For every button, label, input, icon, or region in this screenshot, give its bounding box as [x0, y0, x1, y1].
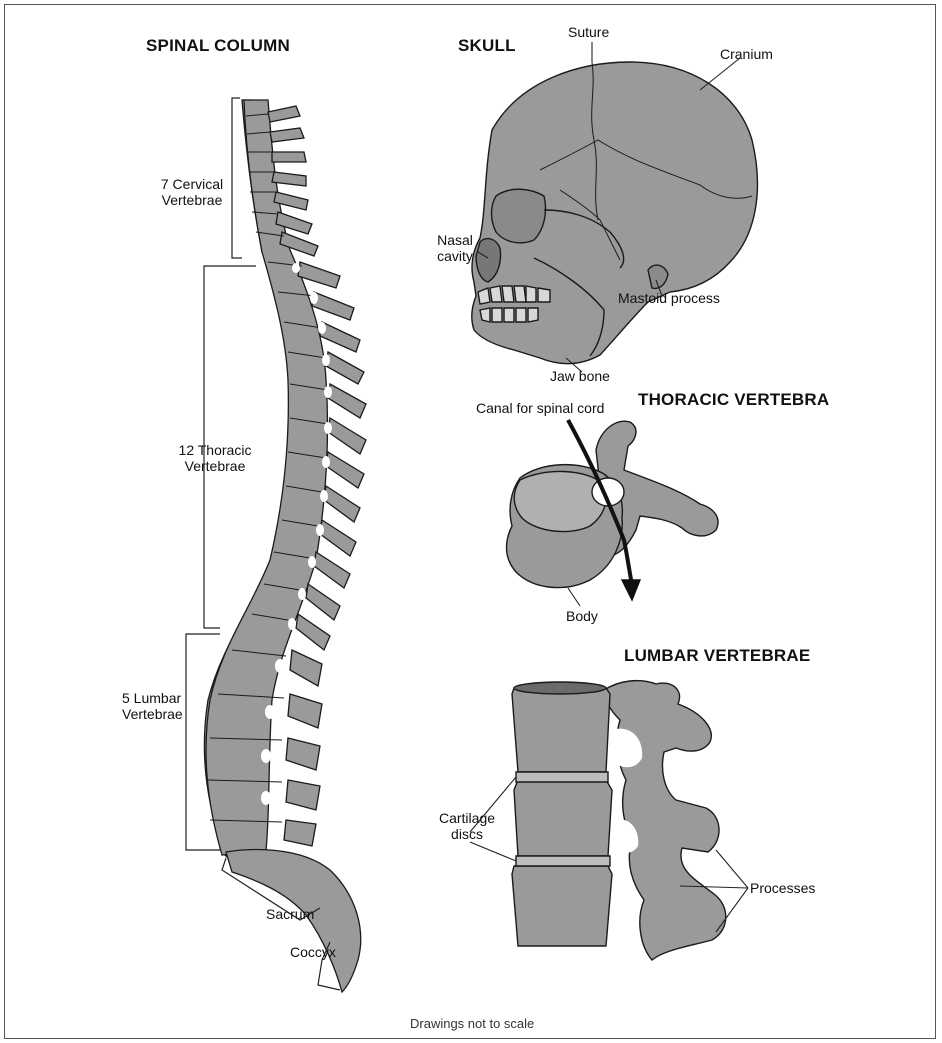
title-skull: SKULL [458, 36, 516, 56]
label-cranium: Cranium [720, 46, 773, 62]
thoracic-leaders [568, 588, 580, 606]
lumbar-body-2 [514, 780, 612, 856]
label-cervical-line2: Vertebrae [152, 192, 232, 208]
lumbar-body-3 [512, 866, 612, 946]
label-nasal-line2: cavity [430, 248, 480, 264]
label-suture: Suture [568, 24, 609, 40]
lumbar-body-1 [512, 688, 610, 772]
label-canal-spinal-cord: Canal for spinal cord [476, 400, 604, 416]
label-body: Body [566, 608, 598, 624]
label-thoracic-line1: 12 Thoracic [170, 442, 260, 458]
label-cervical: 7 Cervical Vertebrae [152, 176, 232, 208]
label-thoracic: 12 Thoracic Vertebrae [170, 442, 260, 474]
title-thoracic-vertebra: THORACIC VERTEBRA [638, 390, 829, 410]
label-cartilage-discs: Cartilage discs [432, 810, 502, 842]
label-cartilage-line1: Cartilage [432, 810, 502, 826]
skull-illustration [472, 62, 758, 364]
arrow-head [622, 580, 640, 600]
thoracic-vertebra-illustration [507, 420, 719, 600]
cervical-bracket [232, 98, 242, 258]
label-mastoid-process: Mastoid process [618, 290, 720, 306]
vertebra-body-top [514, 471, 606, 531]
label-cartilage-line2: discs [432, 826, 502, 842]
label-jaw-bone: Jaw bone [550, 368, 610, 384]
label-sacrum: Sacrum [266, 906, 314, 922]
eye-socket [492, 189, 546, 243]
label-cervical-line1: 7 Cervical [152, 176, 232, 192]
disc-1 [516, 772, 608, 782]
label-nasal-cavity: Nasal cavity [430, 232, 480, 264]
label-thoracic-line2: Vertebrae [170, 458, 260, 474]
lumbar-top-surface [514, 682, 606, 694]
label-coccyx: Coccyx [290, 944, 336, 960]
lumbar-vertebrae-illustration [512, 681, 726, 960]
title-lumbar-vertebrae: LUMBAR VERTEBRAE [624, 646, 810, 666]
title-spinal-column: SPINAL COLUMN [146, 36, 290, 56]
label-lumbar-line1: 5 Lumbar [122, 690, 183, 706]
disc-2 [516, 856, 610, 866]
label-nasal-line1: Nasal [430, 232, 480, 248]
spinal-column-illustration [204, 100, 366, 992]
label-lumbar: 5 Lumbar Vertebrae [122, 690, 183, 722]
footer-note: Drawings not to scale [410, 1016, 534, 1031]
label-lumbar-line2: Vertebrae [122, 706, 183, 722]
label-processes: Processes [750, 880, 815, 896]
